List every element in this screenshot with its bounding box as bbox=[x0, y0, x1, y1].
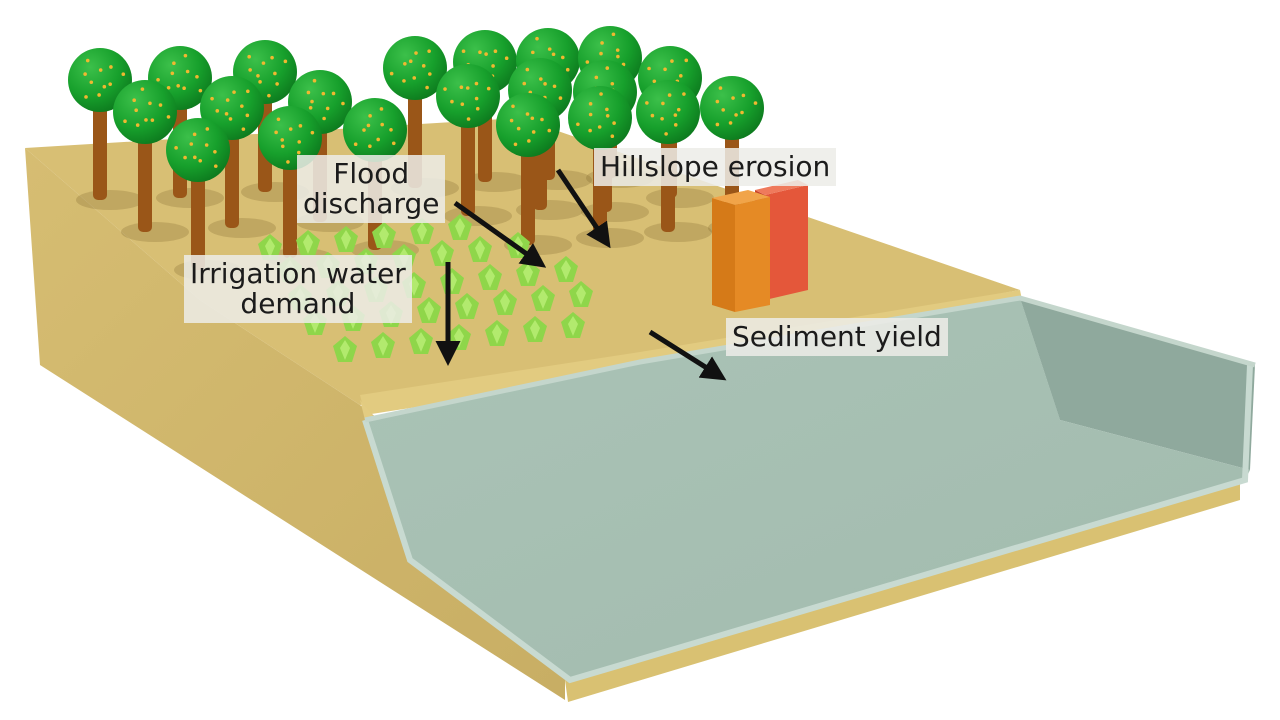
crop-icon bbox=[523, 316, 547, 342]
crop-icon bbox=[296, 230, 320, 256]
crop-icon bbox=[409, 328, 433, 354]
flood-discharge-label: Flood discharge bbox=[297, 155, 446, 223]
crop-icon bbox=[569, 281, 593, 307]
crop-icon bbox=[493, 289, 517, 315]
crop-icon bbox=[561, 312, 585, 338]
hillslope-erosion-label: Hillslope erosion bbox=[594, 148, 837, 186]
water-body bbox=[365, 298, 1250, 680]
sediment-bar-icon bbox=[712, 190, 770, 312]
forest bbox=[68, 26, 776, 280]
crop-icon bbox=[410, 218, 434, 244]
channel-back-wall bbox=[1020, 298, 1255, 470]
water-rim bbox=[362, 364, 1253, 684]
flood-discharge-line-2: discharge bbox=[303, 187, 440, 220]
crop-icon bbox=[258, 234, 282, 260]
tree-icon bbox=[68, 48, 144, 210]
terrain-bottom-slab bbox=[565, 480, 1240, 702]
crop-icon bbox=[468, 236, 492, 262]
crop-icon bbox=[371, 332, 395, 358]
crop-icon bbox=[430, 240, 454, 266]
crop-icon bbox=[478, 264, 502, 290]
sediment-yield-label: Sediment yield bbox=[726, 318, 948, 356]
irrigation-water-demand-label: Irrigation water demand bbox=[184, 255, 412, 323]
sediment-bars bbox=[712, 180, 808, 312]
arrow-icon bbox=[648, 329, 727, 381]
crop-icon bbox=[372, 222, 396, 248]
flood-discharge-line-1: Flood bbox=[333, 157, 410, 190]
arrow-icon bbox=[453, 200, 547, 268]
crop-icon bbox=[333, 336, 357, 362]
hillslope-erosion-text: Hillslope erosion bbox=[600, 150, 831, 183]
irrigation-line-1: Irrigation water bbox=[190, 257, 406, 290]
crop-icon bbox=[417, 297, 441, 323]
crop-icon bbox=[485, 320, 509, 346]
irrigation-line-2: demand bbox=[240, 287, 356, 320]
crop-icon bbox=[448, 214, 472, 240]
process-arrows bbox=[435, 168, 727, 381]
crop-icon bbox=[334, 226, 358, 252]
tree-icon bbox=[113, 80, 189, 242]
water-channel bbox=[362, 295, 1256, 684]
crop-icon bbox=[531, 285, 555, 311]
crop-icon bbox=[554, 256, 578, 282]
sediment-yield-text: Sediment yield bbox=[732, 320, 942, 353]
arrow-icon bbox=[555, 168, 611, 249]
tree-icon bbox=[436, 64, 512, 226]
crop-icon bbox=[455, 293, 479, 319]
